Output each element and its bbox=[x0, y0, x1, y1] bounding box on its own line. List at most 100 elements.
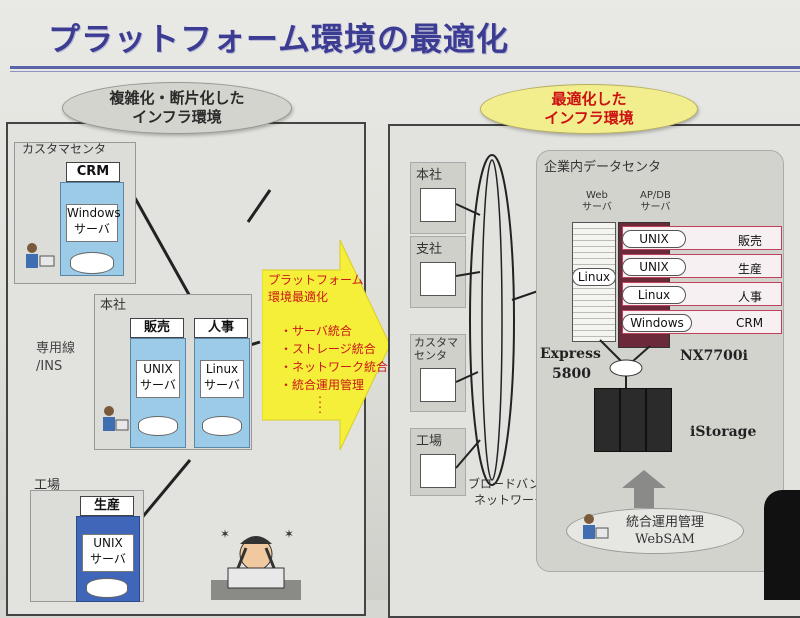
storage-cabinet-1 bbox=[594, 388, 620, 452]
left-network-lines bbox=[133, 189, 272, 521]
partition-4-os: Windows bbox=[622, 314, 692, 332]
site-cc-line-1: カスタマ bbox=[414, 336, 458, 349]
linux-server-box: Linux サーバ bbox=[200, 360, 244, 398]
partition-2-os: UNIX bbox=[622, 258, 686, 276]
linux-server-line-2: サーバ bbox=[204, 378, 240, 392]
unix-server-line-2: サーバ bbox=[140, 378, 176, 392]
express-label: Express 5800 bbox=[540, 344, 601, 384]
left-bubble-line-2: インフラ環境 bbox=[132, 108, 222, 126]
left-bubble: 複雑化・断片化した インフラ環境 bbox=[62, 82, 292, 134]
arrow-dot: : bbox=[318, 392, 323, 406]
express-line-2: 5800 bbox=[552, 366, 591, 382]
dedicated-line-1: 専用線 bbox=[36, 341, 76, 356]
site-branch bbox=[410, 236, 466, 308]
linux-storage-icon bbox=[202, 416, 242, 436]
factory-label: 工場 bbox=[34, 478, 61, 493]
sales-label: 販売 bbox=[130, 318, 184, 338]
arrow-item: ・統合運用管理 bbox=[280, 378, 365, 392]
arrow-dot: : bbox=[318, 402, 323, 416]
management-line-1: 統合運用管理 bbox=[626, 515, 705, 530]
data-center-title: 企業内データセンタ bbox=[544, 160, 662, 175]
apdb-server-line-1: AP/DB bbox=[640, 190, 671, 201]
arrow-item: ・サーバ統合 bbox=[280, 324, 352, 338]
svg-text:✶: ✶ bbox=[220, 527, 230, 541]
unix-server-box: UNIX サーバ bbox=[136, 360, 180, 398]
factory-server-line-1: UNIX bbox=[93, 536, 123, 550]
right-bubble: 最適化した インフラ環境 bbox=[480, 84, 698, 134]
express-line-1: Express bbox=[540, 346, 601, 362]
hq-label: 本社 bbox=[100, 298, 127, 313]
title-rule-thin bbox=[10, 71, 800, 72]
storage-cabinet-3 bbox=[646, 388, 672, 452]
web-server-line-2: サーバ bbox=[582, 202, 612, 213]
left-bubble-line-1: 複雑化・断片化した bbox=[109, 89, 245, 107]
crm-storage-icon bbox=[70, 252, 114, 274]
windows-server-line-1: Windows bbox=[67, 206, 121, 220]
management-up-arrow bbox=[622, 470, 666, 508]
right-bubble-line-2: インフラ環境 bbox=[544, 109, 634, 127]
site-branch-pc-icon bbox=[420, 262, 456, 296]
site-hq-label: 本社 bbox=[416, 168, 443, 183]
dedicated-line-label: 専用線 /INS bbox=[36, 340, 75, 376]
network-line-2: ネットワーク bbox=[474, 493, 547, 507]
unix-storage-icon bbox=[138, 416, 178, 436]
customer-center-label: カスタマセンタ bbox=[22, 142, 107, 156]
arrow-heading-line-2: 環境最適化 bbox=[268, 290, 329, 304]
partition-4-app: CRM bbox=[736, 316, 764, 330]
partition-3-app: 人事 bbox=[738, 290, 763, 304]
site-hq-pc-icon bbox=[420, 188, 456, 222]
management-operator-icon bbox=[583, 514, 609, 539]
web-server-line-1: Web bbox=[586, 190, 608, 201]
web-server-label: Web サーバ bbox=[582, 190, 612, 214]
hq-operator-icon bbox=[103, 406, 129, 431]
production-label: 生産 bbox=[80, 496, 134, 516]
arrow-heading-line-1: プラットフォーム bbox=[268, 273, 364, 287]
nx7700i-label: NX7700i bbox=[680, 348, 748, 364]
hr-label: 人事 bbox=[194, 318, 248, 338]
partition-2-app: 生産 bbox=[738, 262, 763, 276]
unix-server-line-1: UNIX bbox=[143, 362, 173, 376]
partition-1-os: UNIX bbox=[622, 230, 686, 248]
data-center-panel bbox=[536, 150, 784, 572]
istorage-label: iStorage bbox=[690, 424, 757, 440]
optimization-arrow bbox=[262, 240, 391, 450]
web-linux-pill: Linux bbox=[572, 268, 616, 286]
management-line-2: WebSAM bbox=[635, 532, 695, 547]
apdb-server-label: AP/DB サーバ bbox=[640, 190, 671, 214]
troubled-person-icon: ✶ ✶ bbox=[211, 527, 301, 600]
linux-server-line-1: Linux bbox=[205, 362, 239, 376]
partition-3-os: Linux bbox=[622, 286, 686, 304]
right-bubble-line-1: 最適化した bbox=[551, 90, 627, 108]
arrow-heading: プラットフォーム 環境最適化 bbox=[268, 272, 364, 306]
arrow-list: ・サーバ統合 ・ストレージ統合 ・ネットワーク統合 ・統合運用管理 : : bbox=[280, 322, 389, 416]
slide-title: プラットフォーム環境の最適化 bbox=[48, 20, 510, 58]
apdb-server-line-2: サーバ bbox=[640, 202, 671, 213]
site-factory-pc-icon bbox=[420, 454, 456, 488]
factory-server-box: UNIX サーバ bbox=[82, 534, 134, 572]
dark-corner bbox=[764, 490, 800, 600]
dedicated-line-2: /INS bbox=[36, 359, 63, 374]
title-rule bbox=[10, 66, 800, 69]
arrow-dots: : : bbox=[280, 392, 388, 416]
storage-cabinet-2 bbox=[620, 388, 646, 452]
site-factory-label: 工場 bbox=[416, 434, 443, 449]
broadband-network-label: ブロードバンド ネットワーク bbox=[468, 476, 553, 508]
partition-1-app: 販売 bbox=[738, 234, 763, 248]
site-cc-pc-icon bbox=[420, 368, 456, 402]
svg-text:✶: ✶ bbox=[284, 527, 294, 541]
crm-label: CRM bbox=[66, 162, 120, 182]
operator-icon bbox=[26, 243, 55, 268]
site-customer-center-label: カスタマ センタ bbox=[414, 336, 458, 362]
arrow-item: ・ストレージ統合 bbox=[280, 342, 376, 356]
factory-storage-icon bbox=[86, 578, 128, 598]
management-label: 統合運用管理 WebSAM bbox=[626, 514, 704, 548]
windows-server-box: Windows サーバ bbox=[66, 204, 121, 242]
windows-server-line-2: サーバ bbox=[74, 222, 110, 236]
factory-server-line-2: サーバ bbox=[90, 552, 126, 566]
site-cc-line-2: センタ bbox=[414, 349, 447, 362]
network-line-1: ブロードバンド bbox=[468, 477, 553, 491]
storage-switch-links bbox=[599, 339, 651, 388]
arrow-item: ・ネットワーク統合 bbox=[280, 360, 389, 374]
site-branch-label: 支社 bbox=[416, 242, 443, 257]
